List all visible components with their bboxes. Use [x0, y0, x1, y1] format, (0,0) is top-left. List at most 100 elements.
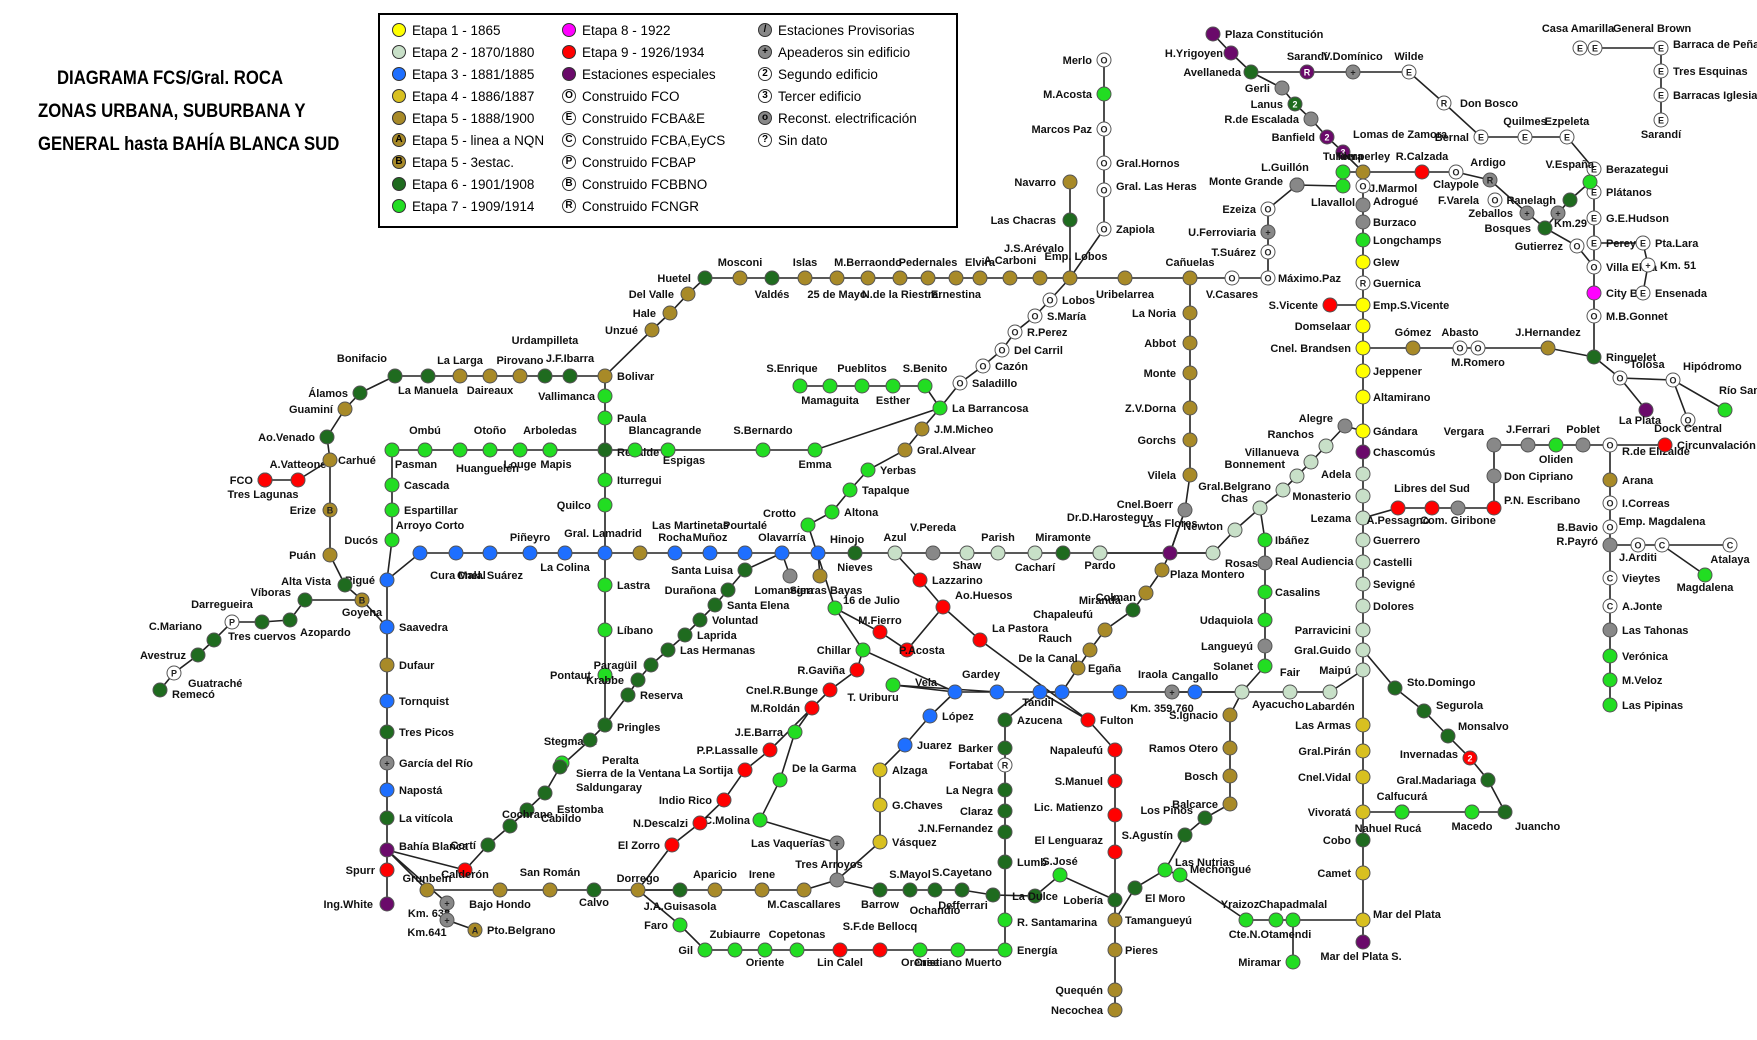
station-ochandio[interactable]: Ochandio	[910, 882, 961, 917]
station-s-ignacio[interactable]: S.Ignacio	[1169, 707, 1238, 723]
station-calderón[interactable]: Calderón	[441, 862, 489, 881]
station-s-cayetano[interactable]: S.Cayetano	[932, 867, 992, 898]
station-copetonas[interactable]: Copetonas	[769, 929, 826, 958]
station-gral-pirán[interactable]: Gral.Pirán	[1298, 743, 1371, 759]
station-azul[interactable]: Azul	[883, 532, 907, 561]
station-ao-venado[interactable]: Ao.Venado	[258, 429, 335, 445]
station-la-larga[interactable]: La Larga	[437, 355, 484, 384]
station-vilela[interactable]: Vilela	[1147, 467, 1198, 483]
station-tornquist[interactable]: Tornquist	[379, 693, 449, 709]
station-labardén[interactable]: Labardén	[1305, 684, 1355, 713]
station-casalins[interactable]: Casalins	[1257, 584, 1320, 600]
station-gral-belgrano[interactable]: Gral.Belgrano	[1198, 481, 1291, 498]
station-remecó[interactable]: Remecó	[152, 682, 215, 701]
station-la-sortija[interactable]: La Sortija	[683, 762, 753, 778]
station-p-acosta[interactable]: P.Acosta	[899, 642, 946, 658]
station-j-f-ibarra[interactable]: J.F.Ibarra	[546, 353, 595, 384]
station-barrow[interactable]: Barrow	[861, 882, 899, 911]
station-jeppener[interactable]: Jeppener	[1355, 363, 1423, 379]
station-s-f-de-bellocq[interactable]: S.F.de Bellocq	[843, 921, 918, 958]
station-gral-alvear[interactable]: Gral.Alvear	[897, 442, 976, 458]
station-líbano[interactable]: Líbano	[597, 622, 653, 638]
station-16-de-julio[interactable]: 16 de Julio	[827, 595, 900, 616]
station-alta-vista[interactable]: Alta Vista	[281, 576, 353, 593]
station-castelli[interactable]: Castelli	[1355, 554, 1412, 570]
station-ao-huesos[interactable]: Ao.Huesos	[935, 590, 1012, 615]
station-burzaco[interactable]: Burzaco	[1355, 214, 1417, 230]
station-uribelarrea[interactable]: Uribelarrea	[1096, 270, 1155, 301]
station-muñoz[interactable]: Muñoz	[693, 532, 728, 561]
station-dr-d-harosteguy[interactable]: Dr.D.Harosteguy	[1067, 512, 1154, 561]
station-iraola[interactable]: Iraola	[1112, 669, 1168, 700]
station-alzaga[interactable]: Alzaga	[872, 762, 928, 778]
station-oliden[interactable]: Oliden	[1539, 437, 1574, 466]
station-arana[interactable]: Arana	[1602, 472, 1654, 488]
station-gral-lamadrid[interactable]: Gral. Lamadrid	[564, 528, 642, 561]
station-c-molina[interactable]: C.Molina	[704, 812, 768, 828]
station-las-vaquerías[interactable]: +Las Vaquerías	[751, 835, 845, 851]
station-s-josé[interactable]: S.José	[1042, 856, 1078, 883]
station-j-arditi[interactable]: OJ.Arditi	[1619, 537, 1657, 564]
station-gómez[interactable]: Gómez	[1395, 327, 1432, 356]
station-gil[interactable]: Gil	[678, 942, 713, 958]
station-cura-malal[interactable]: Cura Malal	[430, 545, 486, 582]
station-p-p-lassalle[interactable]: P.P.Lassalle	[697, 742, 778, 758]
station-plaza-montero[interactable]: Plaza Montero	[1154, 562, 1245, 581]
station-ernestina[interactable]: Ernestina	[931, 270, 982, 301]
station-tapalque[interactable]: Tapalque	[842, 482, 909, 498]
station-arroyo-corto[interactable]: Arroyo Corto	[396, 520, 465, 561]
station-mechongué[interactable]: Mechongué	[1172, 864, 1251, 883]
station-villanueva[interactable]: Villanueva	[1245, 447, 1319, 470]
station-bonnement[interactable]: Bonnement	[1225, 459, 1305, 484]
station-tres-cuervos[interactable]: Tres cuervos	[228, 614, 296, 643]
station-barker[interactable]: Barker	[958, 740, 1013, 756]
station-lomanegra[interactable]: Lomanegra	[754, 568, 815, 597]
station-s-agustín[interactable]: S.Agustín	[1122, 827, 1193, 843]
station-lastra[interactable]: Lastra	[597, 577, 651, 593]
station-rocha[interactable]: Rocha	[658, 532, 693, 561]
station-chillar[interactable]: Chillar	[817, 642, 871, 658]
station-chapaleufú[interactable]: Chapaleufú	[1033, 609, 1113, 638]
station-oriente[interactable]: Oriente	[746, 942, 785, 969]
station-cristiano-muerto[interactable]: Cristiano Muerto	[914, 942, 1002, 969]
station-iturregui[interactable]: Iturregui	[597, 472, 662, 488]
station-spurr[interactable]: Spurr	[346, 862, 395, 878]
station-r-gaviña[interactable]: R.Gaviña	[797, 662, 865, 678]
station-álamos[interactable]: Álamos	[308, 385, 368, 401]
station-r-payró[interactable]: R.Payró	[1556, 536, 1618, 553]
station-gardey[interactable]: Gardey	[962, 669, 1005, 700]
station-u-ferroviaria[interactable]: +U.Ferroviaria	[1188, 224, 1276, 240]
station-ringuelet[interactable]: Ringuelet	[1586, 349, 1656, 365]
station-b-bavio[interactable]: OB.Bavio	[1557, 519, 1618, 535]
station-zeballos[interactable]: +Zeballos	[1468, 205, 1535, 221]
station-v-casares[interactable]: OV.Casares	[1206, 270, 1258, 301]
station-langueyú[interactable]: Langueyú	[1201, 638, 1273, 654]
station-saldungaray[interactable]: Saldungaray	[552, 759, 643, 794]
station-las-flores[interactable]: Las Flores	[1142, 518, 1198, 561]
station-tamangueyú[interactable]: Tamangueyú	[1107, 912, 1192, 928]
station-alegre[interactable]: Alegre	[1299, 413, 1353, 434]
station-blancagrande[interactable]: Blancagrande	[627, 425, 701, 458]
station-j-ferrari[interactable]: J.Ferrari	[1506, 424, 1550, 453]
station-energía[interactable]: Energía	[997, 942, 1058, 958]
station-valdés[interactable]: Valdés	[755, 270, 790, 301]
station-cabildo[interactable]: Cabildo	[519, 802, 582, 825]
station-colman[interactable]: Colman	[1096, 585, 1154, 604]
station-durañona[interactable]: Durañona	[665, 582, 736, 598]
station-olavarría[interactable]: Olavarría	[758, 532, 807, 561]
station-la-negra[interactable]: La Negra	[946, 782, 1013, 798]
station-rauch[interactable]: Rauch	[1038, 633, 1098, 658]
station-lobería[interactable]: Lobería	[1063, 892, 1123, 908]
